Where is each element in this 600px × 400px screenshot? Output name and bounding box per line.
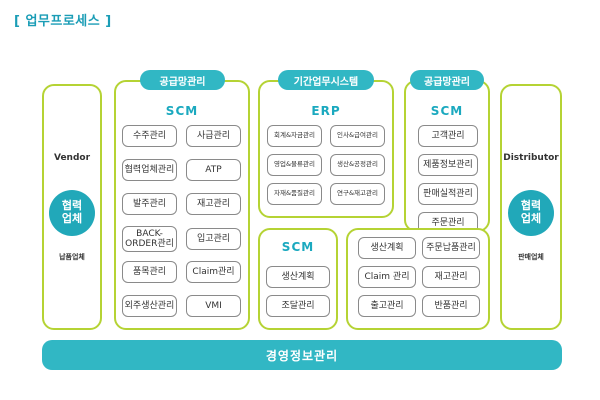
erp-pill: 기간업무시스템 [278, 70, 374, 90]
scm-right-lower-item: 반품관리 [422, 295, 480, 317]
page-title: [ 업무프로세스 ] [14, 14, 112, 29]
distributor-label: Distributor [503, 153, 559, 163]
erp-item: 생산&공정관리 [330, 154, 385, 176]
scm-left-item: Claim관리 [186, 261, 241, 283]
scm-left-item: 발주관리 [122, 193, 177, 215]
scm-left-item: 수주관리 [122, 125, 177, 147]
scm-right-lower-item: 재고관리 [422, 266, 480, 288]
scm-right-item: 제품정보관리 [418, 154, 478, 176]
scm-left-item: 재고관리 [186, 193, 241, 215]
scm-left-item: 입고관리 [186, 228, 241, 250]
scm-left-item: 사급관리 [186, 125, 241, 147]
scm-left-item: ATP [186, 159, 241, 181]
scm-left-item: VMI [186, 295, 241, 317]
scm-right-item: 판매실적관리 [418, 183, 478, 205]
erp-item: 연구&재고관리 [330, 183, 385, 205]
distributor-partner-circle: 협력 업체 [508, 190, 554, 236]
scm-right-title: SCM [430, 104, 464, 118]
distributor-circle-line2: 업체 [520, 212, 542, 225]
scm-right-lower-item: 주문납품관리 [422, 237, 480, 259]
erp-title: ERP [311, 104, 341, 118]
erp-item: 회계&자금관리 [267, 125, 322, 147]
vendor-label: Vendor [53, 153, 91, 163]
scm-left-item: BACK- ORDER관리 [122, 226, 177, 252]
distributor-sub-label: 판매업체 [518, 253, 544, 261]
scm-left-item: 품목관리 [122, 261, 177, 283]
scm-right-lower-item: 생산계획 [358, 237, 416, 259]
vendor-partner-circle: 협력 업체 [49, 190, 95, 236]
scm-right-item: 고객관리 [418, 125, 478, 147]
distributor-circle-line1: 협력 [520, 199, 542, 213]
scm-left-pill: 공급망관리 [140, 70, 225, 90]
scm-right-pill: 공급망관리 [410, 70, 484, 90]
erp-item: 영업&물류관리 [267, 154, 322, 176]
scm-right-lower-item: Claim 관리 [358, 266, 416, 288]
vendor-circle-line1: 협력 [61, 199, 83, 213]
scm-left-item: 외주생산관리 [122, 295, 177, 317]
scm-center-title: SCM [281, 240, 315, 254]
scm-center-item: 생산계획 [266, 266, 330, 288]
scm-right-lower-item: 출고관리 [358, 295, 416, 317]
erp-item: 자재&품질관리 [267, 183, 322, 205]
scm-left-item: 협력업체관리 [122, 159, 177, 181]
vendor-circle-line2: 업체 [61, 212, 83, 225]
scm-left-title: SCM [165, 104, 199, 118]
vendor-sub-label: 납품업체 [59, 253, 85, 261]
management-info-bar: 경영정보관리 [42, 340, 562, 370]
scm-center-item: 조달관리 [266, 295, 330, 317]
erp-item: 인사&급여관리 [330, 125, 385, 147]
